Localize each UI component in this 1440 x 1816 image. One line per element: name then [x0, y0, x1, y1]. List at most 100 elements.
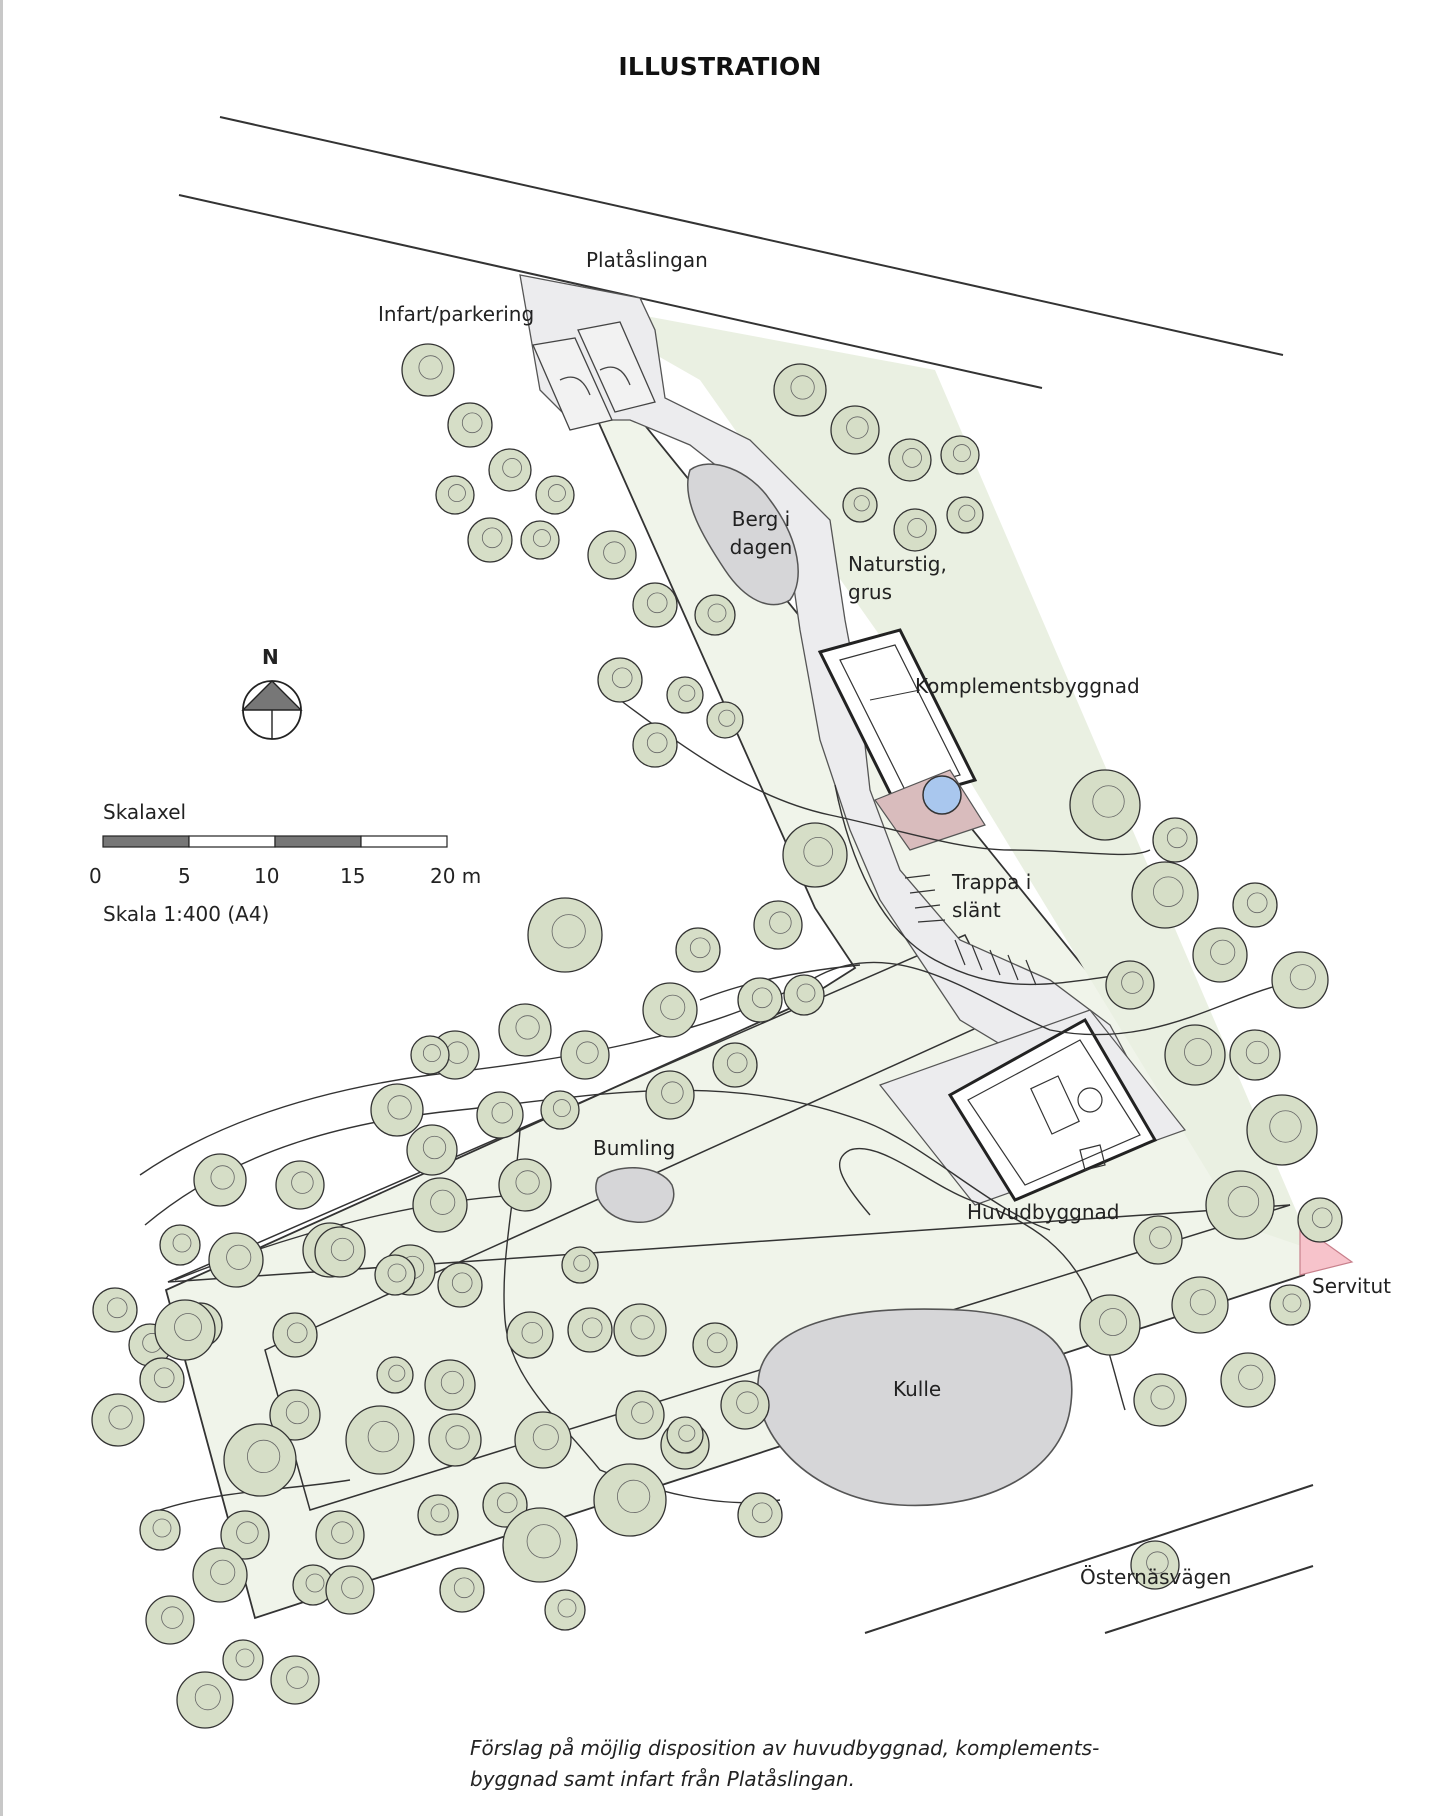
tree-canopy [706, 701, 744, 739]
tree-canopy-detail [247, 1439, 281, 1474]
tree-canopy [1192, 927, 1248, 983]
tree-canopy [502, 1507, 578, 1583]
tree-canopy-detail [769, 911, 792, 934]
tree-canopy [1232, 882, 1278, 928]
tree-canopy-detail [678, 1424, 696, 1442]
tree-canopy [737, 1492, 783, 1538]
tree-canopy-detail [210, 1165, 235, 1190]
tree-canopy-detail [616, 1479, 651, 1514]
tree-canopy [437, 1262, 483, 1308]
tree-canopy [544, 1589, 586, 1631]
tree-canopy [1229, 1029, 1281, 1081]
page-title: ILLUSTRATION [618, 52, 822, 81]
tree-canopy-detail [1149, 1226, 1172, 1249]
tree-canopy-detail [491, 1101, 514, 1124]
tree-canopy [694, 594, 736, 636]
caption-line-2: byggnad samt infart från Platåslingan. [470, 1767, 855, 1791]
tree-canopy-detail [751, 1502, 773, 1524]
tree-canopy [139, 1357, 185, 1403]
tree-canopy-detail [367, 1420, 400, 1453]
tree-canopy-detail [1150, 1385, 1175, 1410]
tree-canopy [275, 1160, 325, 1210]
tree-canopy-detail [515, 1170, 540, 1195]
tree-canopy-detail [1210, 939, 1236, 965]
tree-canopy-detail [1227, 1185, 1260, 1218]
tree-canopy-detail [106, 1297, 128, 1319]
tree-canopy [406, 1124, 458, 1176]
tree-canopy [139, 1509, 181, 1551]
tree-canopy [498, 1158, 552, 1212]
tree-canopy-detail [547, 484, 566, 503]
tree-canopy-detail [790, 375, 815, 400]
tree-canopy-detail [846, 416, 869, 439]
tree-canopy-detail [726, 1052, 748, 1074]
tree-canopy [498, 1003, 552, 1057]
tree-canopy [176, 1671, 234, 1729]
tree-canopy-detail [502, 458, 522, 478]
tree-canopy-detail [902, 448, 922, 468]
tree-canopy [370, 1083, 424, 1137]
hill [757, 1308, 1073, 1507]
parking-slots [532, 321, 656, 431]
scale-bar [102, 835, 448, 848]
tree-canopy-detail [445, 1425, 470, 1450]
main-building [947, 1017, 1158, 1202]
tree-canopy [692, 1322, 738, 1368]
tree-canopy-detail [707, 603, 727, 623]
tree-canopy-detail [661, 1081, 684, 1104]
tree-canopy-detail [573, 1254, 591, 1272]
tree-canopy [272, 1312, 318, 1358]
tree-canopy [374, 1254, 416, 1296]
tree-canopy-detail [736, 1391, 759, 1414]
tree-canopy [91, 1393, 145, 1447]
tree-canopy-detail [552, 1099, 571, 1118]
tree-canopy [712, 1042, 758, 1088]
tree-canopy [325, 1565, 375, 1615]
tree-canopy [1105, 960, 1155, 1010]
tree-canopy [223, 1423, 297, 1497]
tree-canopy-detail [285, 1400, 310, 1425]
tree-canopy-detail [286, 1322, 308, 1344]
tree-canopy [208, 1232, 264, 1288]
label-main-building: Huvudbyggnad [967, 1200, 1120, 1224]
scale-tick-20: 20 m [430, 864, 482, 888]
tree-canopy [737, 977, 783, 1023]
tree-canopy [520, 520, 560, 560]
tree-canopy-detail [1092, 785, 1125, 818]
tree-canopy [222, 1639, 264, 1681]
tree-canopy-detail [515, 1015, 540, 1040]
scale-bar-title: Skalaxel [103, 800, 187, 824]
north-arrow-label: N [262, 645, 279, 669]
scale-tick-0: 0 [89, 864, 102, 888]
tree-canopy-detail [576, 1041, 599, 1064]
label-easement: Servitut [1312, 1274, 1391, 1298]
tree-canopy-detail [305, 1573, 325, 1593]
label-annex: Komplementsbyggnad [915, 674, 1140, 698]
tree-canopy [410, 1035, 450, 1075]
tree-canopy [376, 1356, 414, 1394]
tree-canopy [439, 1567, 485, 1613]
tree-canopy-detail [1238, 1364, 1264, 1390]
tree-canopy [269, 1389, 321, 1441]
tree-canopy [783, 974, 825, 1016]
tree-canopy [535, 475, 575, 515]
label-path: Naturstig, grus [848, 552, 947, 604]
tree-canopy-detail [1146, 1551, 1169, 1574]
tree-canopy [345, 1405, 415, 1475]
tree-canopy-detail [430, 1189, 456, 1215]
tree-canopy-detail [718, 709, 736, 727]
tree-canopy [540, 1090, 580, 1130]
tree-canopy-detail [108, 1405, 133, 1430]
tree-canopy-detail [1246, 892, 1268, 914]
tree-canopy-detail [646, 592, 668, 614]
tree-canopy-detail [387, 1263, 407, 1283]
tree-canopy-detail [1153, 876, 1184, 907]
tree-canopy [567, 1307, 613, 1353]
tree-canopy-detail [331, 1521, 354, 1544]
north-arrow [241, 680, 303, 740]
tree-canopy-detail [235, 1648, 255, 1668]
label-boulder: Bumling [593, 1136, 676, 1160]
tree-canopy [527, 897, 603, 973]
tree-canopy [192, 1547, 248, 1603]
tree-canopy-detail [1121, 971, 1144, 994]
